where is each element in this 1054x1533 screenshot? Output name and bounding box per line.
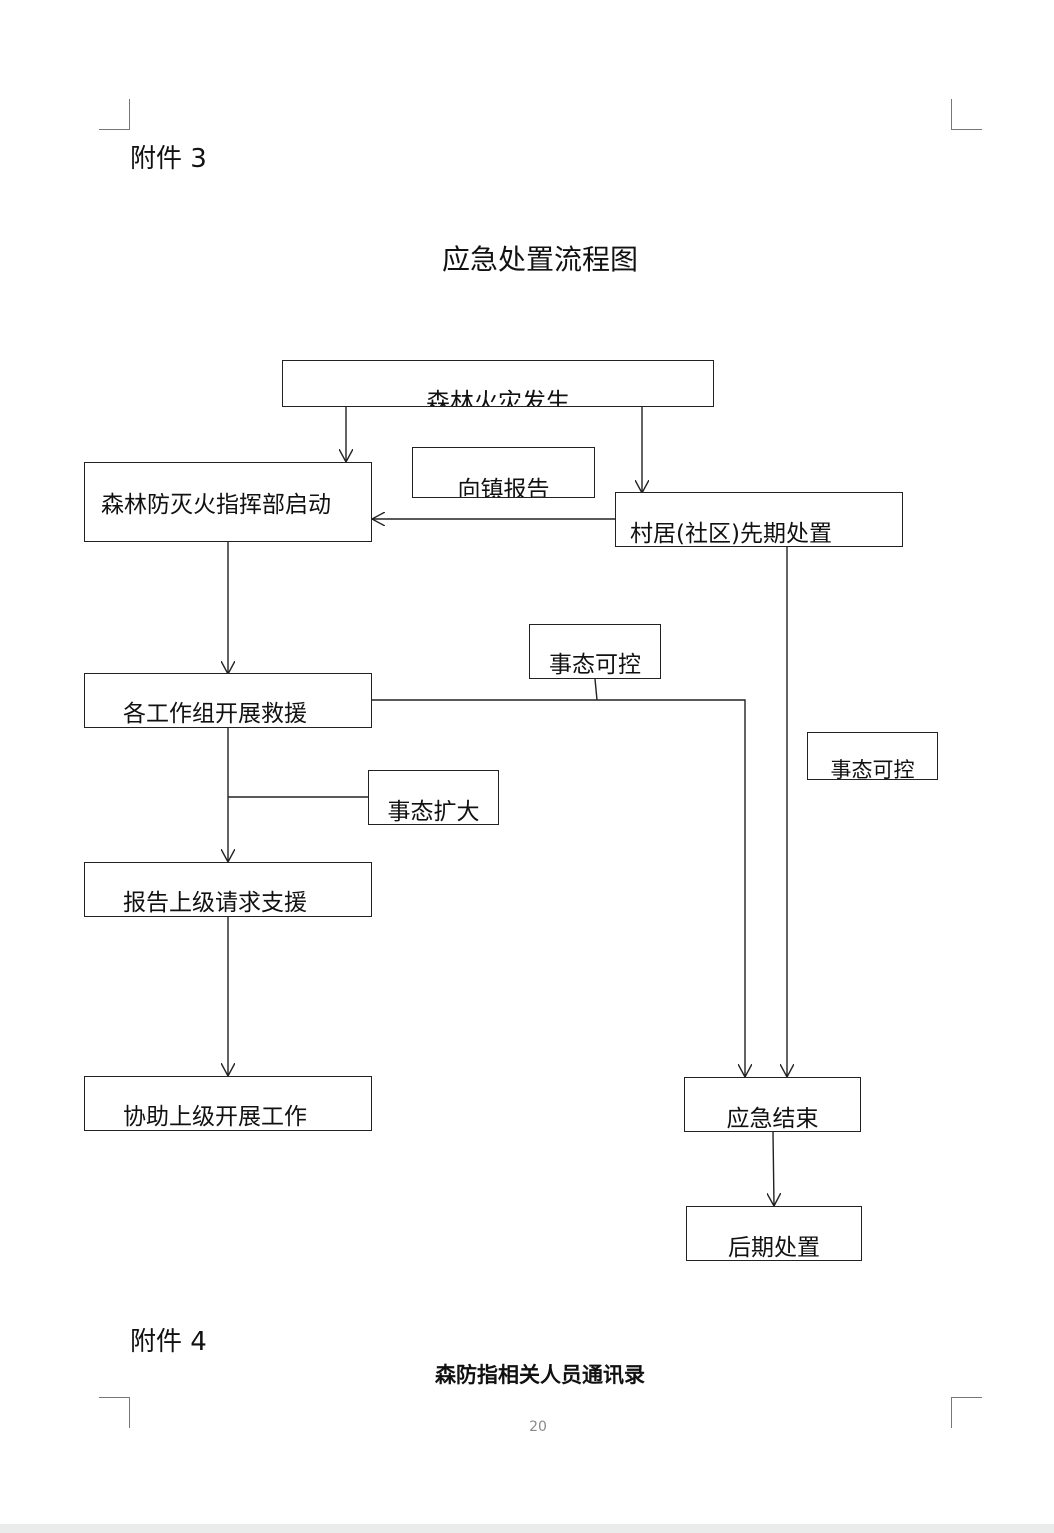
node-village-initial-label: 村居(社区)先期处置 (630, 521, 832, 547)
node-aftermath: 后期处置 (686, 1206, 862, 1261)
node-groups-rescue: 各工作组开展救援 (84, 673, 372, 728)
node-village-initial: 村居(社区)先期处置 (615, 492, 903, 547)
page-bottom-band (0, 1524, 1054, 1533)
node-groups-rescue-label: 各工作组开展救援 (123, 701, 307, 727)
flowchart-title: 应急处置流程图 (441, 243, 638, 276)
node-fire-occurs-label: 森林火灾发生 (426, 388, 570, 407)
node-report-superior: 报告上级请求支援 (84, 862, 372, 917)
node-hq-start: 森林防灭火指挥部启动 (84, 462, 372, 542)
crop-mark-bottom-left (99, 1397, 130, 1428)
connector-end-to-aftermath (773, 1131, 774, 1206)
node-controllable-2: 事态可控 (807, 732, 938, 780)
attachment-4-label: 附件 4 (130, 1327, 207, 1357)
node-emergency-end: 应急结束 (684, 1077, 861, 1132)
node-report-superior-label: 报告上级请求支援 (123, 890, 307, 916)
page-number: 20 (529, 1419, 547, 1435)
node-escalate: 事态扩大 (368, 770, 499, 825)
connector-controllable-tick (594, 678, 598, 701)
node-assist-superior: 协助上级开展工作 (84, 1076, 372, 1131)
node-hq-start-label: 森林防灭火指挥部启动 (101, 492, 331, 518)
node-fire-occurs: 森林火灾发生 (282, 360, 714, 407)
attachment-3-label: 附件 3 (130, 144, 207, 174)
node-report-town: 向镇报告 (412, 447, 595, 498)
node-controllable-1-label: 事态可控 (549, 652, 641, 678)
node-assist-superior-label: 协助上级开展工作 (123, 1104, 307, 1130)
node-aftermath-label: 后期处置 (728, 1235, 820, 1261)
crop-mark-bottom-right (951, 1397, 982, 1428)
node-emergency-end-label: 应急结束 (726, 1106, 819, 1132)
node-escalate-label: 事态扩大 (387, 799, 480, 825)
node-controllable-1: 事态可控 (529, 624, 661, 679)
directory-title: 森防指相关人员通讯录 (435, 1363, 645, 1387)
connector-groups-to-end (372, 699, 745, 1077)
node-controllable-2-label: 事态可控 (830, 758, 915, 780)
node-report-town-label: 向镇报告 (457, 477, 550, 498)
crop-mark-top-left (99, 99, 130, 130)
crop-mark-top-right (951, 99, 982, 130)
